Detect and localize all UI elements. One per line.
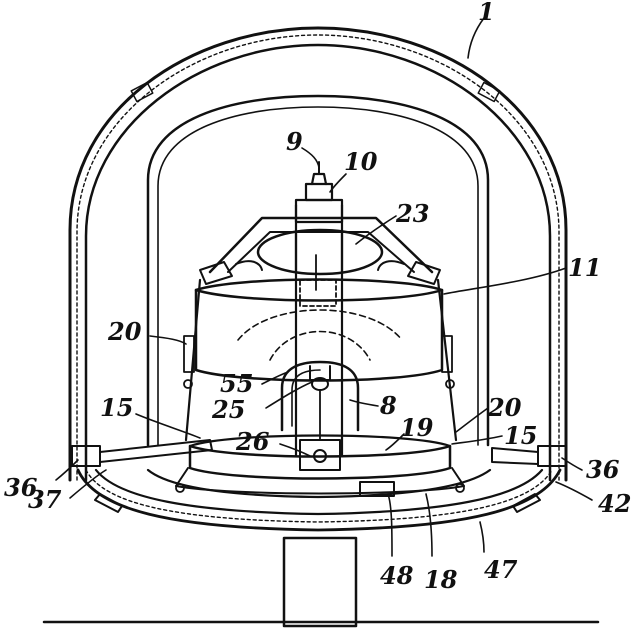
label-48: 48	[380, 561, 414, 590]
top-bracket	[199, 216, 441, 291]
reference-numerals: 1 9 10 23 11 20 20 55 8 25 15 15 26 19 3…	[4, 0, 631, 594]
label-9: 9	[286, 127, 303, 156]
label-19: 19	[400, 413, 434, 442]
label-55: 55	[220, 369, 253, 398]
label-36-left: 36	[4, 473, 38, 502]
center-shaft	[294, 161, 344, 457]
leader-lines	[55, 17, 593, 557]
label-47: 47	[484, 555, 518, 584]
inner-reflector-dome	[146, 94, 490, 447]
label-20-right: 20	[487, 393, 522, 422]
label-15-left: 15	[100, 393, 133, 422]
label-11: 11	[568, 253, 601, 282]
label-1: 1	[478, 0, 495, 26]
label-42: 42	[598, 489, 631, 518]
label-10: 10	[344, 147, 378, 176]
support-rods	[183, 278, 458, 442]
label-26: 26	[235, 427, 270, 456]
label-20-left: 20	[107, 317, 142, 346]
outer-dome-shell	[68, 26, 568, 482]
label-25: 25	[211, 395, 245, 424]
label-8: 8	[379, 391, 397, 420]
label-37: 37	[28, 485, 62, 514]
label-18: 18	[424, 565, 458, 594]
label-23: 23	[395, 199, 429, 228]
rotor-ring	[175, 434, 465, 497]
screw-base	[282, 536, 358, 628]
label-36-right: 36	[586, 455, 620, 484]
lamp-bulb	[280, 360, 360, 471]
mounting-blocks	[71, 439, 567, 467]
field-coil-drum	[194, 278, 444, 382]
label-15-right: 15	[504, 421, 537, 450]
